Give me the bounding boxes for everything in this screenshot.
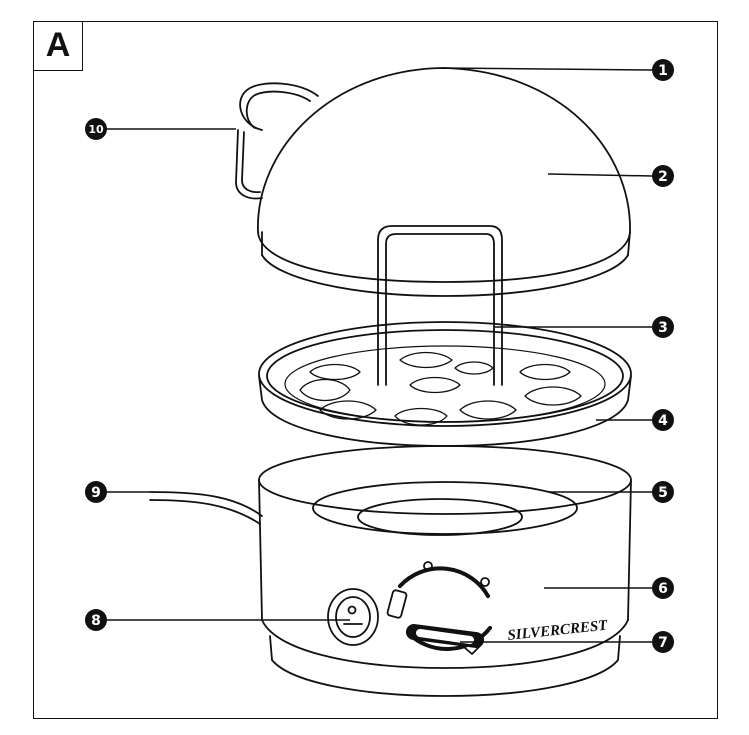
callout-6: 6 (652, 577, 674, 599)
power-switch (327, 588, 379, 646)
svg-text:1: 1 (658, 63, 668, 79)
svg-text:7: 7 (658, 635, 668, 651)
callout-4: 4 (652, 409, 674, 431)
tray-wire-handle (377, 225, 503, 386)
callout-10: 10 (85, 118, 107, 140)
callout-2: 2 (652, 165, 674, 187)
svg-text:10: 10 (88, 123, 104, 136)
callout-7: 7 (652, 631, 674, 653)
callout-1: 1 (652, 59, 674, 81)
callout-5: 5 (652, 481, 674, 503)
lid-handle (235, 82, 319, 200)
leader-lines (106, 67, 653, 643)
power-cord (149, 491, 263, 525)
svg-text:9: 9 (91, 485, 101, 501)
svg-text:4: 4 (658, 413, 668, 429)
svg-text:2: 2 (658, 169, 668, 185)
callout-8: 8 (85, 609, 107, 631)
svg-text:5: 5 (658, 485, 668, 501)
svg-text:6: 6 (658, 581, 668, 597)
hardness-dial (386, 561, 492, 655)
lid (257, 67, 631, 297)
base-unit (258, 445, 632, 697)
egg-tray (258, 321, 632, 447)
figure-label: A (33, 21, 83, 71)
svg-text:3: 3 (658, 320, 668, 336)
diagram-frame (33, 21, 718, 719)
callout-3: 3 (652, 316, 674, 338)
callout-9: 9 (85, 481, 107, 503)
brand-logo: SILVERCREST (507, 617, 609, 643)
svg-text:8: 8 (91, 613, 101, 629)
